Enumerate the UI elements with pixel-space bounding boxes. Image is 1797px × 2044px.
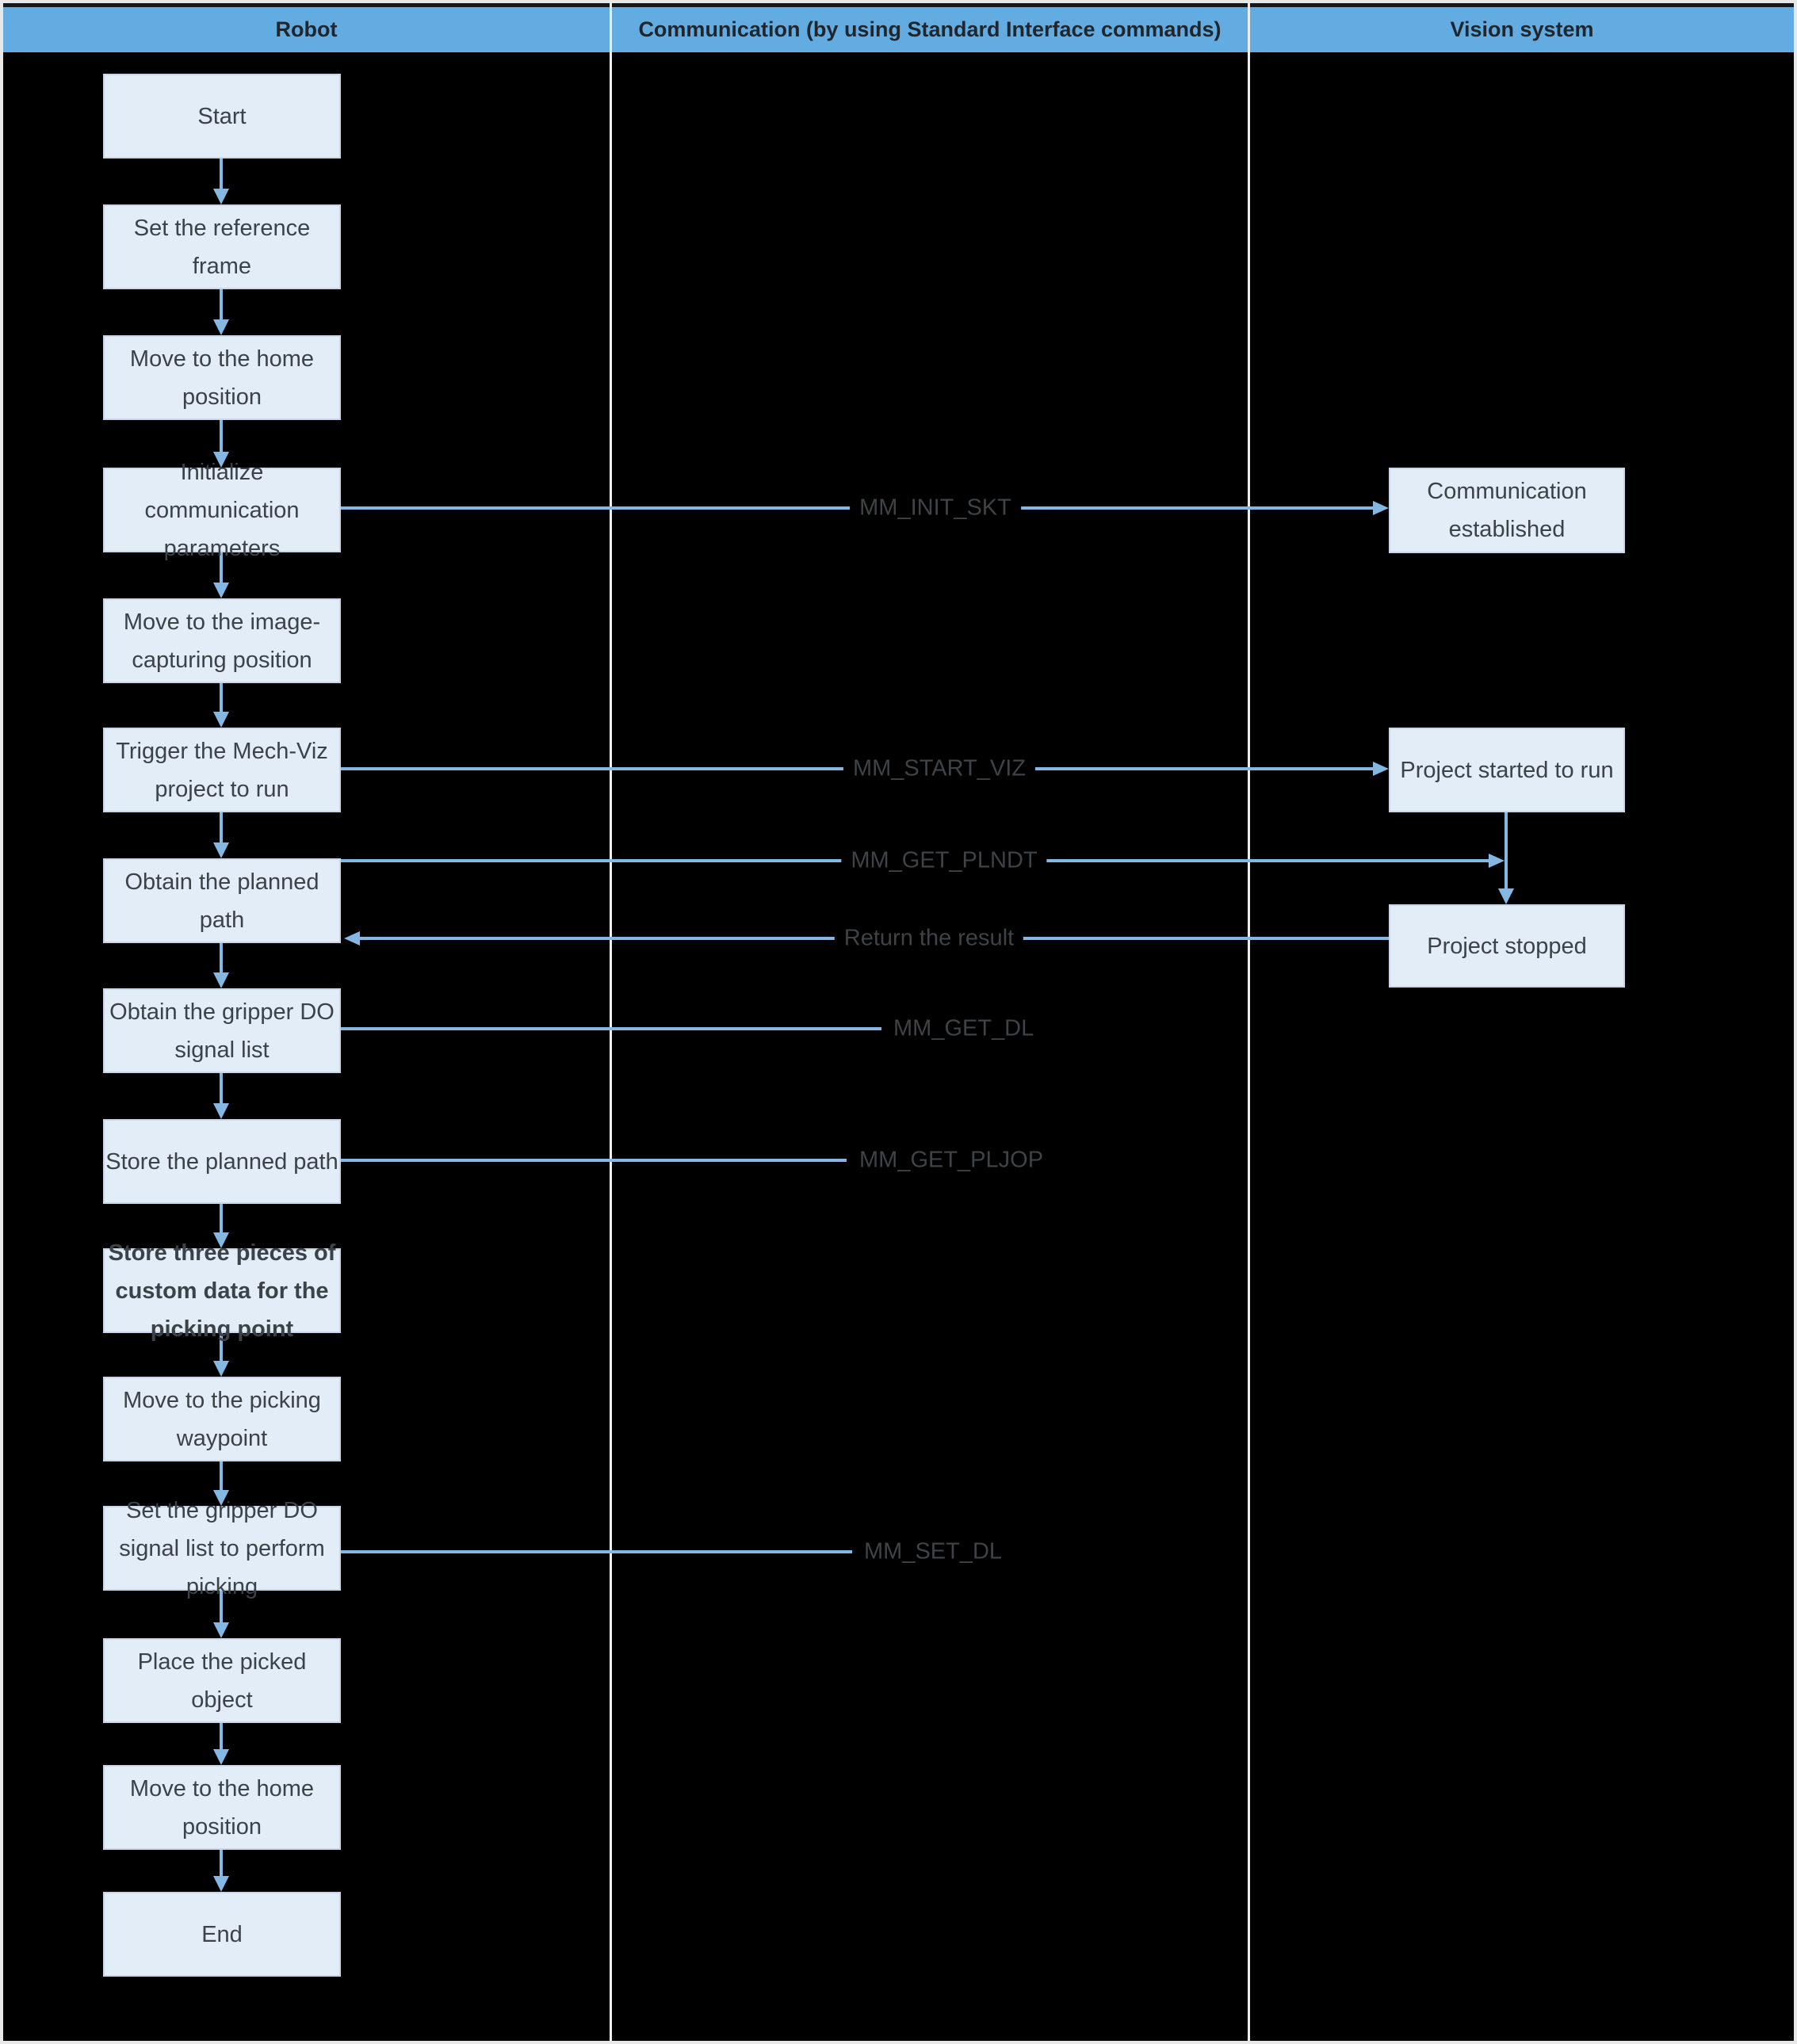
flow-box-move-picking-waypoint: Move to the picking waypoint xyxy=(103,1377,341,1461)
flow-box-store-custom-data: Store three pieces of custom data for th… xyxy=(103,1240,341,1342)
flow-box-move-home-1: Move to the home position xyxy=(103,335,341,420)
flow-box-store-planned-path: Store the planned path xyxy=(103,1119,341,1204)
arrow-obtain-gripper-to-store-path xyxy=(220,1073,223,1103)
arrow-move-picking-to-set-gripper xyxy=(220,1461,223,1490)
arrowhead-right-icon xyxy=(1373,501,1389,515)
command-label-return-result: Return the result xyxy=(834,925,1024,952)
header-cell-robot: Robot xyxy=(3,3,610,52)
flow-box-start: Start xyxy=(103,74,341,159)
flow-box-move-image-capturing: Move to the image- capturing position xyxy=(103,598,341,683)
header-label-robot: Robot xyxy=(275,17,338,41)
header-cell-communication: Communication (by using Standard Interfa… xyxy=(612,3,1248,52)
command-label-mm-get-dl: MM_GET_DL xyxy=(884,1015,1044,1042)
arrow-move-home-to-init-comm xyxy=(220,420,223,452)
flow-box-end: End xyxy=(103,1892,341,1977)
arrowhead-down-icon xyxy=(213,712,229,728)
arrowhead-right-icon xyxy=(1489,854,1505,868)
flow-box-project-started: Project started to run xyxy=(1389,728,1625,812)
flow-box-project-stopped: Project stopped xyxy=(1389,904,1625,988)
arrow-trigger-to-obtain-path xyxy=(220,812,223,842)
arrowhead-down-icon xyxy=(213,1749,229,1765)
arrow-init-comm-to-move-image xyxy=(220,552,223,583)
arrow-project-started-to-stopped xyxy=(1505,812,1508,888)
swimlane-header: Robot Communication (by using Standard I… xyxy=(3,3,1794,52)
arrowhead-down-icon xyxy=(213,1490,229,1506)
command-label-mm-set-dl: MM_SET_DL xyxy=(855,1538,1012,1565)
arrowhead-down-icon xyxy=(213,319,229,335)
arrowhead-down-icon xyxy=(213,189,229,204)
arrowhead-down-icon xyxy=(213,842,229,858)
flow-box-communication-established: Communication established xyxy=(1389,468,1625,553)
arrowhead-down-icon xyxy=(213,452,229,468)
lane-divider-robot-communication xyxy=(610,3,612,2041)
flow-box-obtain-planned-path: Obtain the planned path xyxy=(103,858,341,943)
arrowhead-down-icon xyxy=(1498,888,1514,904)
arrowhead-down-icon xyxy=(213,1103,229,1119)
flow-box-set-gripper-do: Set the gripper DO signal list to perfor… xyxy=(103,1498,341,1599)
command-label-mm-init-skt: MM_INIT_SKT xyxy=(850,495,1021,522)
flow-box-trigger-mech-viz: Trigger the Mech-Viz project to run xyxy=(103,728,341,812)
arrowhead-right-icon xyxy=(1373,762,1389,776)
line-mm-get-dl xyxy=(341,1027,881,1030)
flow-box-init-communication: Initialize communication parameters xyxy=(103,460,341,561)
flow-box-place-picked-object: Place the picked object xyxy=(103,1638,341,1723)
header-label-communication: Communication (by using Standard Interfa… xyxy=(638,17,1222,41)
arrowhead-down-icon xyxy=(213,1361,229,1377)
arrowhead-left-icon xyxy=(344,931,360,946)
command-label-mm-get-pljop: MM_GET_PLJOP xyxy=(850,1147,1053,1174)
command-label-mm-start-viz: MM_START_VIZ xyxy=(843,755,1036,782)
arrow-obtain-path-to-obtain-gripper xyxy=(220,943,223,972)
arrowhead-down-icon xyxy=(213,1622,229,1638)
arrow-set-gripper-to-place xyxy=(220,1591,223,1622)
flow-box-set-reference-frame: Set the reference frame xyxy=(103,204,341,289)
arrow-move-home-to-end xyxy=(220,1850,223,1876)
line-mm-set-dl xyxy=(341,1550,852,1553)
arrow-move-image-to-trigger xyxy=(220,683,223,712)
arrowhead-down-icon xyxy=(213,1232,229,1248)
header-cell-vision: Vision system xyxy=(1250,3,1794,52)
arrowhead-down-icon xyxy=(213,583,229,598)
arrowhead-down-icon xyxy=(213,972,229,988)
lane-divider-communication-vision xyxy=(1248,3,1250,2041)
header-label-vision: Vision system xyxy=(1450,17,1594,41)
arrow-store-path-to-store-custom xyxy=(220,1204,223,1232)
flow-box-move-home-2: Move to the home position xyxy=(103,1765,341,1850)
flow-box-obtain-gripper-do: Obtain the gripper DO signal list xyxy=(103,988,341,1073)
arrow-start-to-set-reference xyxy=(220,159,223,189)
line-mm-get-pljop xyxy=(341,1159,847,1162)
arrow-set-reference-to-move-home xyxy=(220,289,223,319)
arrow-store-custom-to-move-picking xyxy=(220,1333,223,1361)
arrow-place-to-move-home xyxy=(220,1723,223,1749)
arrowhead-down-icon xyxy=(213,1876,229,1892)
command-label-mm-get-plndt: MM_GET_PLNDT xyxy=(841,847,1047,874)
